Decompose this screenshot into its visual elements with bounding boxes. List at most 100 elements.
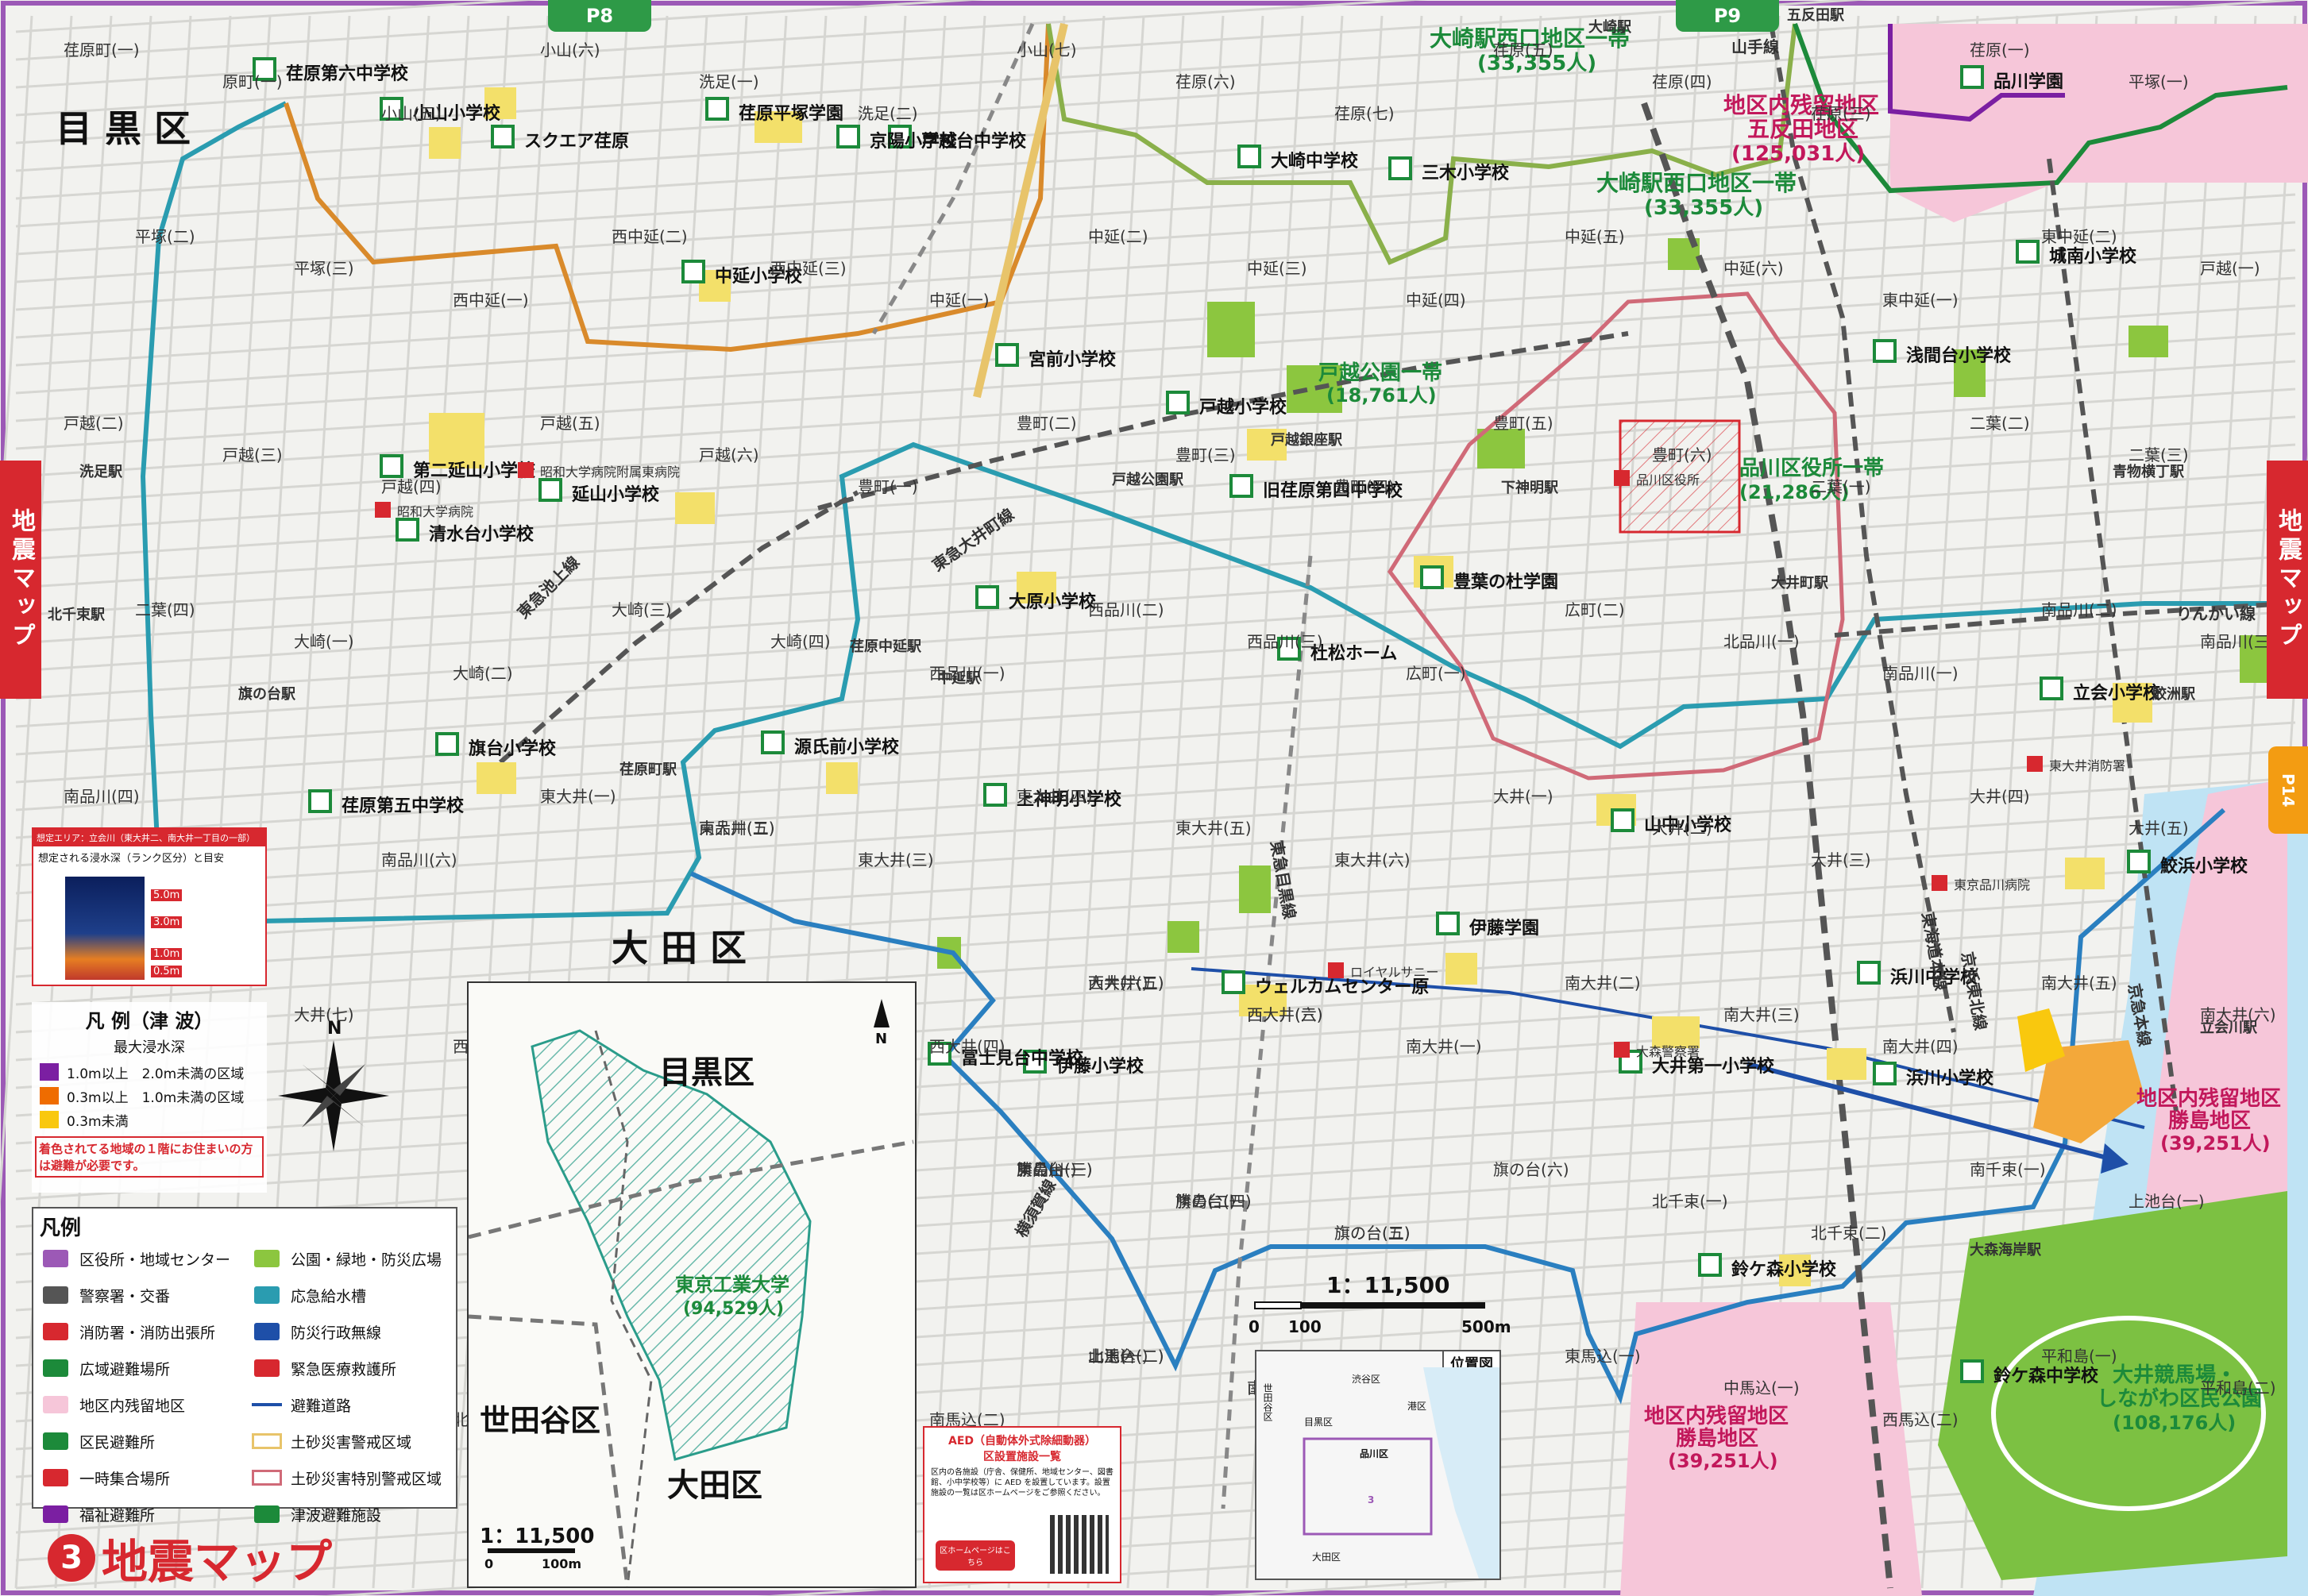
school-marker <box>1277 637 1301 661</box>
locator-shinagawa-box <box>1303 1437 1433 1536</box>
place-name: 西馬込(二) <box>1882 1410 1959 1429</box>
qr-code-icon[interactable] <box>1050 1515 1109 1574</box>
station-name: 下神明駅 <box>1501 479 1559 496</box>
school-name: 鮫浜小学校 <box>2160 856 2248 877</box>
page-tab-p9[interactable]: P9 <box>1676 0 1779 32</box>
place-name: 戸越(六) <box>699 445 759 465</box>
page-tab-p14[interactable]: P14 <box>2268 746 2308 834</box>
legend-row: 一時集合場所 <box>38 1459 268 1496</box>
school-name: 中延小学校 <box>715 266 803 287</box>
legend-row: 福祉避難所 <box>38 1496 268 1532</box>
evac-area-osaki-1-people: (33,355人) <box>1477 52 1596 75</box>
place-name: 南品川(三) <box>2200 632 2276 651</box>
place-name: 大井(七) <box>294 1005 354 1024</box>
place-name: 大井(三) <box>1811 850 1871 869</box>
place-name: 南大井(三) <box>1723 1005 1800 1024</box>
place-name: 広町(一) <box>1406 664 1466 683</box>
place-name: 南千束(一) <box>1970 1160 2046 1179</box>
legend-row: 緊急医療救護所 <box>249 1350 456 1386</box>
place-name: 旗の台(二) <box>1334 1224 1411 1243</box>
inset-rail-2 <box>469 1314 630 1586</box>
place-name: 上池台(一) <box>2129 1192 2205 1211</box>
place-name: 大井(一) <box>1493 787 1553 806</box>
school-marker <box>435 732 459 756</box>
school-name: 上神明小学校 <box>1017 789 1122 810</box>
legend-row: 区民避難所 <box>38 1423 268 1459</box>
school-marker <box>1023 1050 1047 1074</box>
legend-row: 広域避難場所 <box>38 1350 268 1386</box>
school-marker <box>1611 808 1635 832</box>
aed-title-1: AED（自動体外式除細動器） <box>948 1435 1097 1448</box>
evac-area-osaki-2-people: (33,355人) <box>1644 196 1763 220</box>
page-tab-p8[interactable]: P8 <box>548 0 651 32</box>
stay-area-katsushima-east <box>2144 778 2287 1207</box>
aed-body: 区内の各施設（庁舎、保健所、地域センター、図書館、小中学校等）に AED を設置… <box>931 1468 1113 1498</box>
school-marker <box>2127 850 2151 873</box>
place-name: 荏原(三) <box>1811 104 1871 123</box>
station-name: 戸越銀座駅 <box>1271 431 1343 449</box>
locator-ward-4: 品川区 <box>1360 1448 1389 1459</box>
locator-ward-2: 世田谷区 <box>1262 1383 1273 1421</box>
stay-katsushima-east-people: (39,251人) <box>2160 1132 2271 1155</box>
legend-row: 応急給水槽 <box>249 1277 456 1313</box>
hospital-icon <box>375 502 391 518</box>
legend-row: 警察署・交番 <box>38 1277 268 1313</box>
place-name: 荏原(四) <box>1652 72 1712 91</box>
locator-map: 位置図 渋谷区 港区 世田谷区 目黒区 品川区 大田区 3 <box>1255 1350 1501 1580</box>
school-name: 第二延山小学校 <box>413 461 536 481</box>
legend-symbol-icon <box>38 1503 73 1525</box>
inset-ward-ota: 大田区 <box>667 1467 762 1504</box>
school-marker <box>396 518 419 542</box>
place-name: 勝島(一) <box>1017 1160 1077 1179</box>
station-name: 鮫洲駅 <box>2152 685 2196 703</box>
inset-evac-people: (94,529人) <box>683 1299 785 1319</box>
inset-ward-setagaya: 世田谷区 <box>480 1403 601 1438</box>
school-name: スクエア荏原 <box>524 131 629 152</box>
legend-symbol-icon <box>249 1284 284 1306</box>
school-name: 戸越小学校 <box>1199 397 1287 418</box>
facility-labels: 昭和大学病院附属東病院昭和大学病院品川区役所東京品川病院ロイヤルサニー大森警察署… <box>375 462 2125 1059</box>
place-name: 豊町(六) <box>1652 445 1712 465</box>
station-name: 荏原中延駅 <box>850 638 922 655</box>
place-name: 南品川(二) <box>2041 600 2117 619</box>
aed-link-button[interactable]: 区ホームページはこちら <box>936 1540 1015 1571</box>
tsunami-legend-subtitle: 最大浸水深 <box>114 1039 185 1056</box>
school-name: 鈴ケ森中学校 <box>1993 1366 2099 1386</box>
side-tab-left[interactable]: 地震マップ <box>0 461 41 699</box>
page-tab-p9-label: P9 <box>1713 5 1742 27</box>
school-marker <box>538 478 562 502</box>
place-name: 大井(六) <box>1088 973 1148 993</box>
legend-left-column: 区役所・地域センター警察署・交番消防署・消防出張所広域避難場所地区内残留地区区民… <box>38 1240 268 1532</box>
legend-label: 緊急医療救護所 <box>291 1360 397 1378</box>
map-title-number: 3 <box>48 1534 95 1582</box>
place-name: 小山(五) <box>381 104 442 123</box>
legend-label: 区民避難所 <box>79 1433 156 1451</box>
place-name: 荏原(一) <box>1970 40 2030 60</box>
place-name: 小山(七) <box>1017 40 1077 60</box>
school-name: 杜松ホーム <box>1310 644 1397 664</box>
station-name: 青物横丁駅 <box>2113 463 2185 480</box>
school-marker <box>928 1042 951 1066</box>
place-name: 西品川(三) <box>1247 632 1323 651</box>
boundary-purple-ne <box>1888 24 2065 122</box>
aed-title-2: 区設置施設一覧 <box>983 1451 1061 1463</box>
main-scale-ratio: 1：11,500 <box>1326 1272 1450 1298</box>
stay-katsushima-east-l1: 地区内残留地区 <box>2136 1087 2281 1111</box>
boundary-green-north <box>1046 23 1797 265</box>
ward-ota: 大 田 区 <box>612 927 747 970</box>
place-name: 西大井(二) <box>1088 973 1164 993</box>
school-marker <box>888 125 912 148</box>
school-name: 荏原第五中学校 <box>342 796 465 816</box>
main-scale-end: 500m <box>1461 1317 1511 1336</box>
legend-symbol-icon <box>38 1320 73 1343</box>
station-name: 北千束駅 <box>48 606 106 623</box>
place-name: 西大井(六) <box>1247 1005 1323 1024</box>
school-marker <box>2016 240 2040 264</box>
place-name: 平塚(三) <box>294 259 354 278</box>
place-name: 東品川(一) <box>1017 1160 1093 1179</box>
flood-box-header: 想定エリア：立会川（東大井二、南大井一丁目の一部） <box>33 829 265 846</box>
side-tab-right[interactable]: 地震マップ <box>2267 461 2308 699</box>
school-name: 三木小学校 <box>1422 163 1510 183</box>
